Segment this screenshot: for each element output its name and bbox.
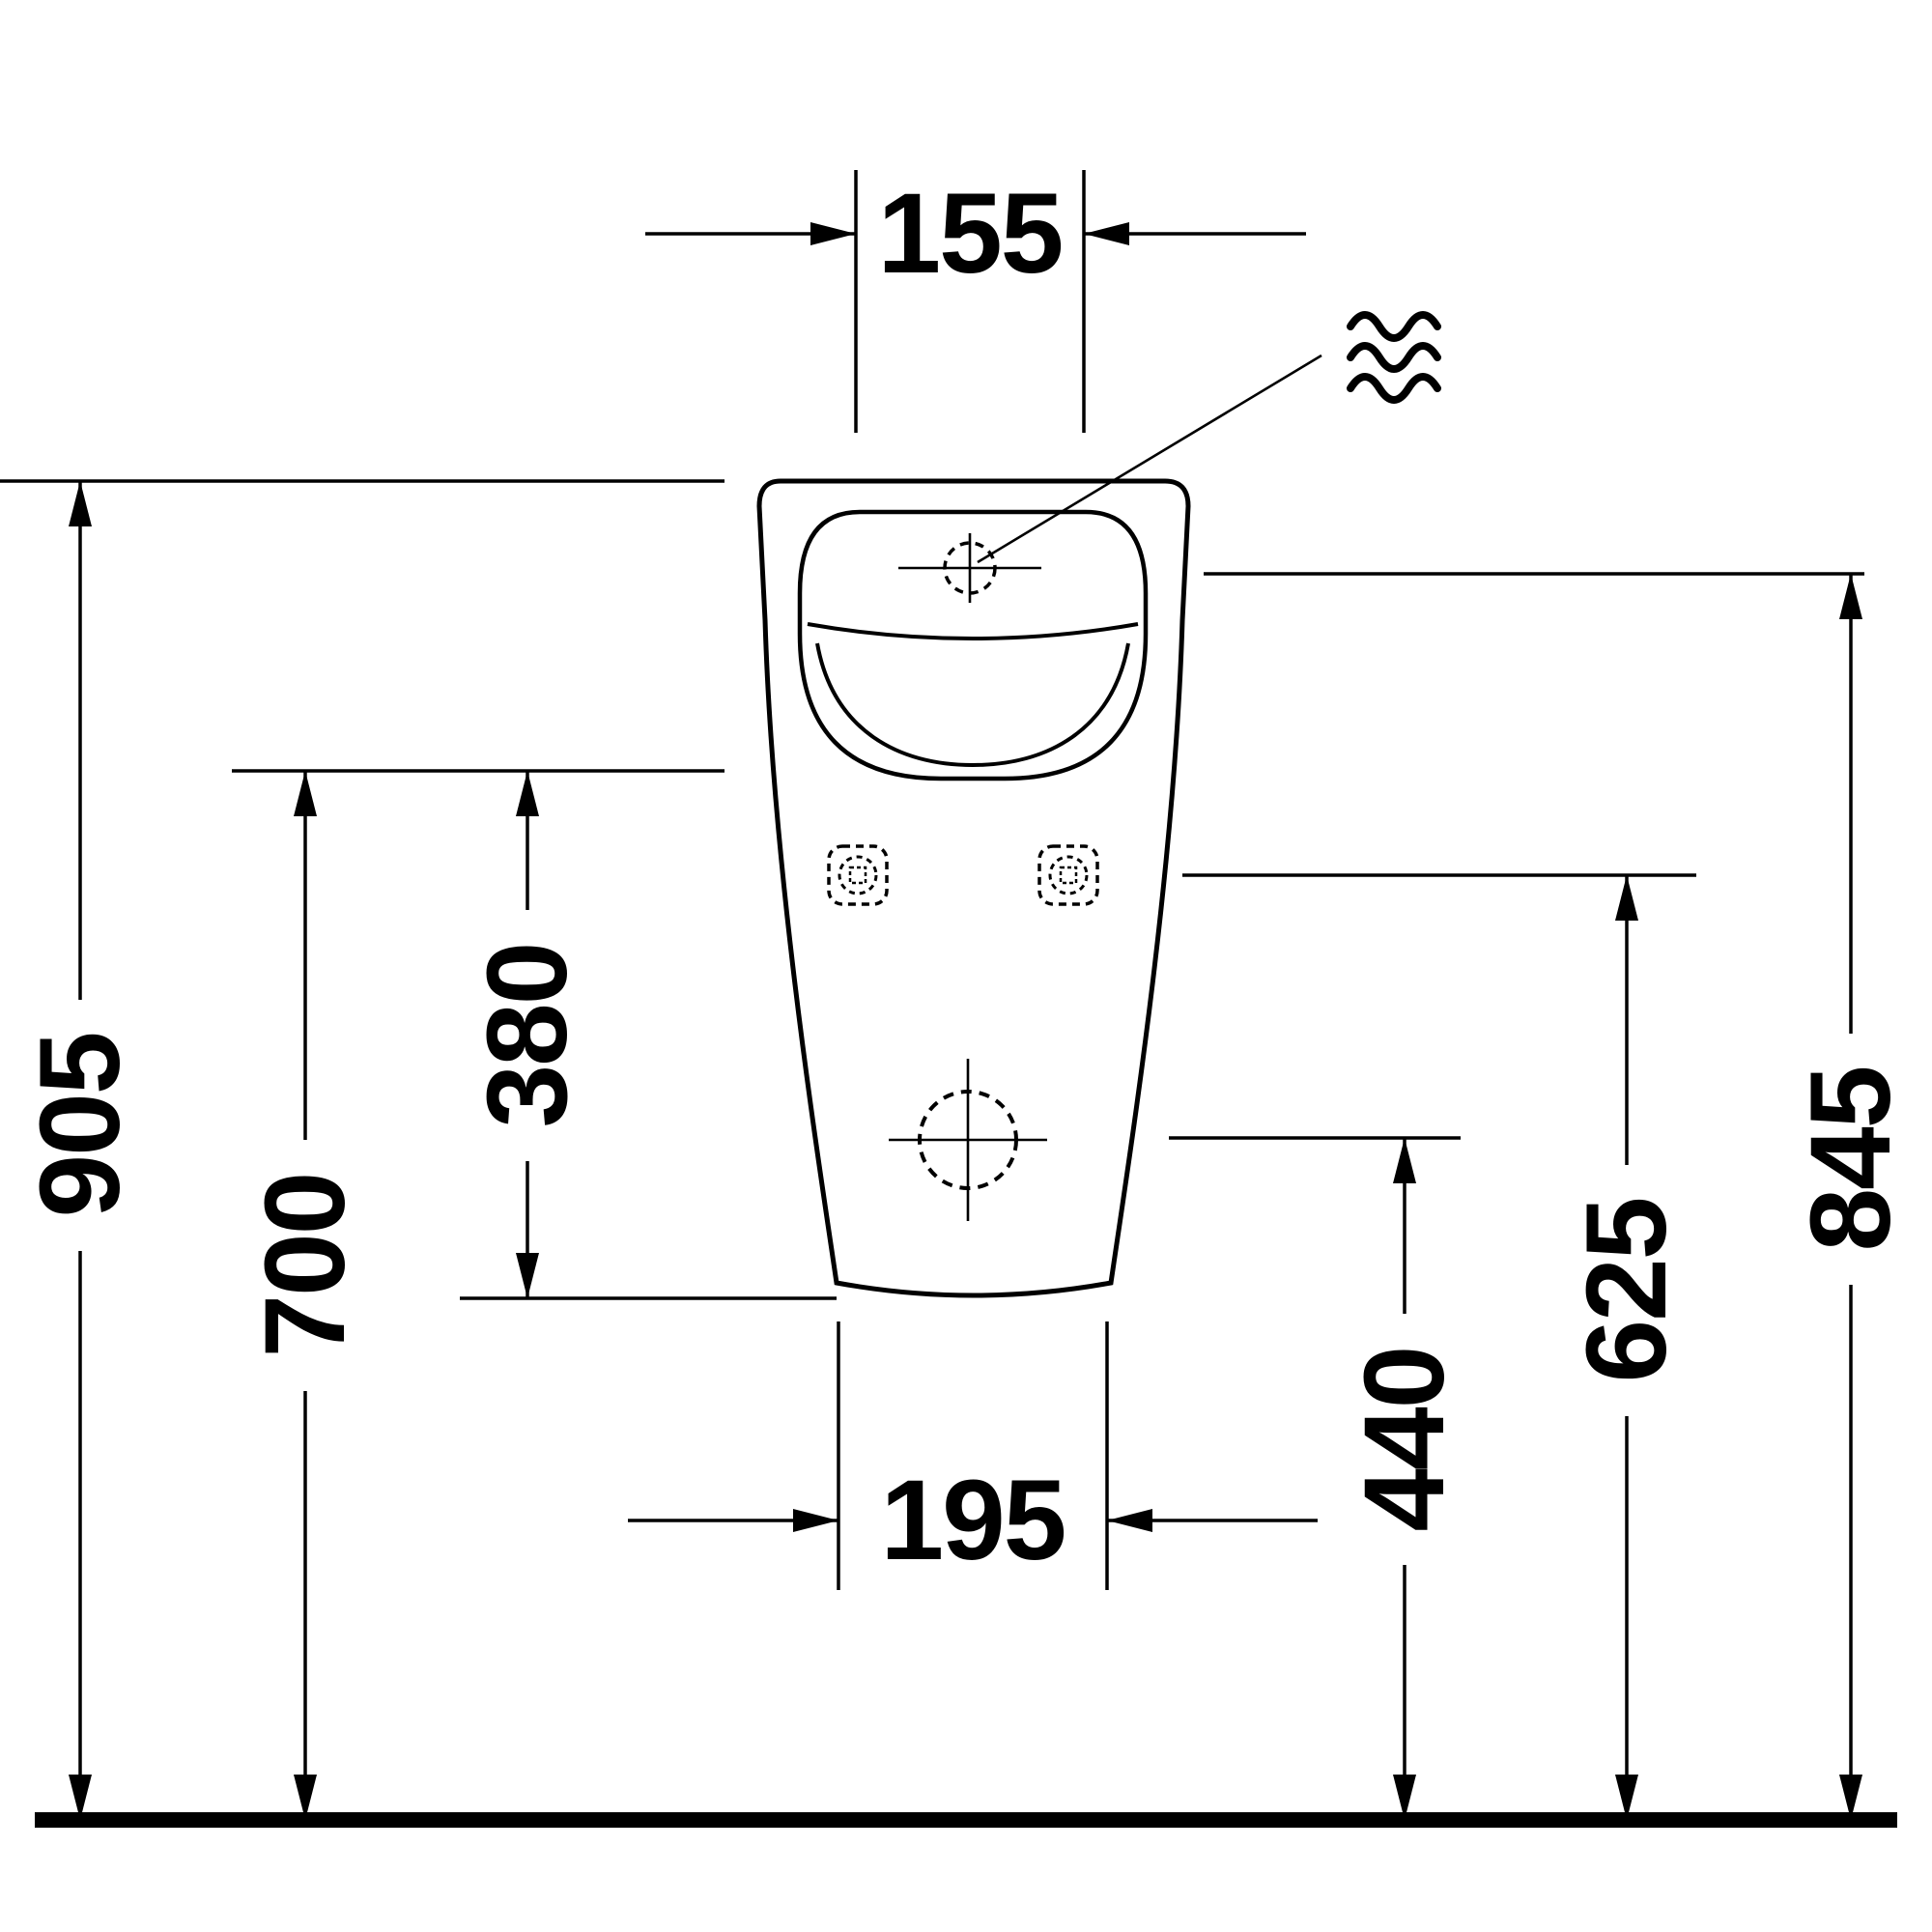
label-bg-625: [1563, 1165, 1690, 1416]
fixing-hole-square: [827, 844, 889, 906]
wave-line-3: [1347, 373, 1441, 404]
wave-line-2: [1347, 342, 1441, 373]
dimension-labels: 155 195 905 700 380 845 625 440: [16, 170, 1915, 1584]
urinal-rim-outline: [797, 509, 1149, 781]
dim-fixing-height-label: 625: [1563, 1199, 1690, 1383]
label-bg-700: [242, 1140, 369, 1391]
urinal-outer-outline: [756, 478, 1191, 1298]
outlet-marker: [889, 1059, 1047, 1221]
urinal-fixture: [756, 478, 1191, 1298]
fixing-hole-center: [1059, 866, 1078, 885]
label-bg-380: [464, 910, 591, 1161]
label-bg-845: [1787, 1034, 1915, 1285]
fixing-hole-circle: [1048, 855, 1089, 895]
fixing-hole-right: [1037, 844, 1099, 906]
leader-line: [977, 354, 1322, 564]
dim-overall-height-label: 905: [16, 1034, 144, 1218]
dimension-label-backgrounds: [16, 910, 1915, 1565]
fixing-hole-square: [1037, 844, 1099, 906]
dim-inlet-height-label: 845: [1787, 1067, 1915, 1252]
fixing-hole-center: [848, 866, 867, 885]
dim-top-width-label: 155: [878, 170, 1063, 298]
water-inlet-marker: [898, 533, 1041, 603]
fixing-hole-circle: [838, 855, 878, 895]
fixing-hole-left: [827, 844, 889, 906]
water-supply-callout: [977, 311, 1441, 564]
dim-outlet-height-label: 440: [1341, 1348, 1468, 1532]
water-supply-icon: [1347, 311, 1441, 404]
dim-rim-height-label: 700: [242, 1174, 369, 1358]
dim-bottom-width-label: 195: [881, 1457, 1065, 1584]
urinal-bowl-back-edge: [807, 622, 1139, 640]
wave-line-1: [1347, 311, 1441, 342]
urinal-bowl-inner-outline: [815, 642, 1130, 768]
label-bg-440: [1341, 1314, 1468, 1565]
dim-body-height-label: 380: [464, 944, 591, 1128]
label-bg-905: [16, 1000, 144, 1251]
